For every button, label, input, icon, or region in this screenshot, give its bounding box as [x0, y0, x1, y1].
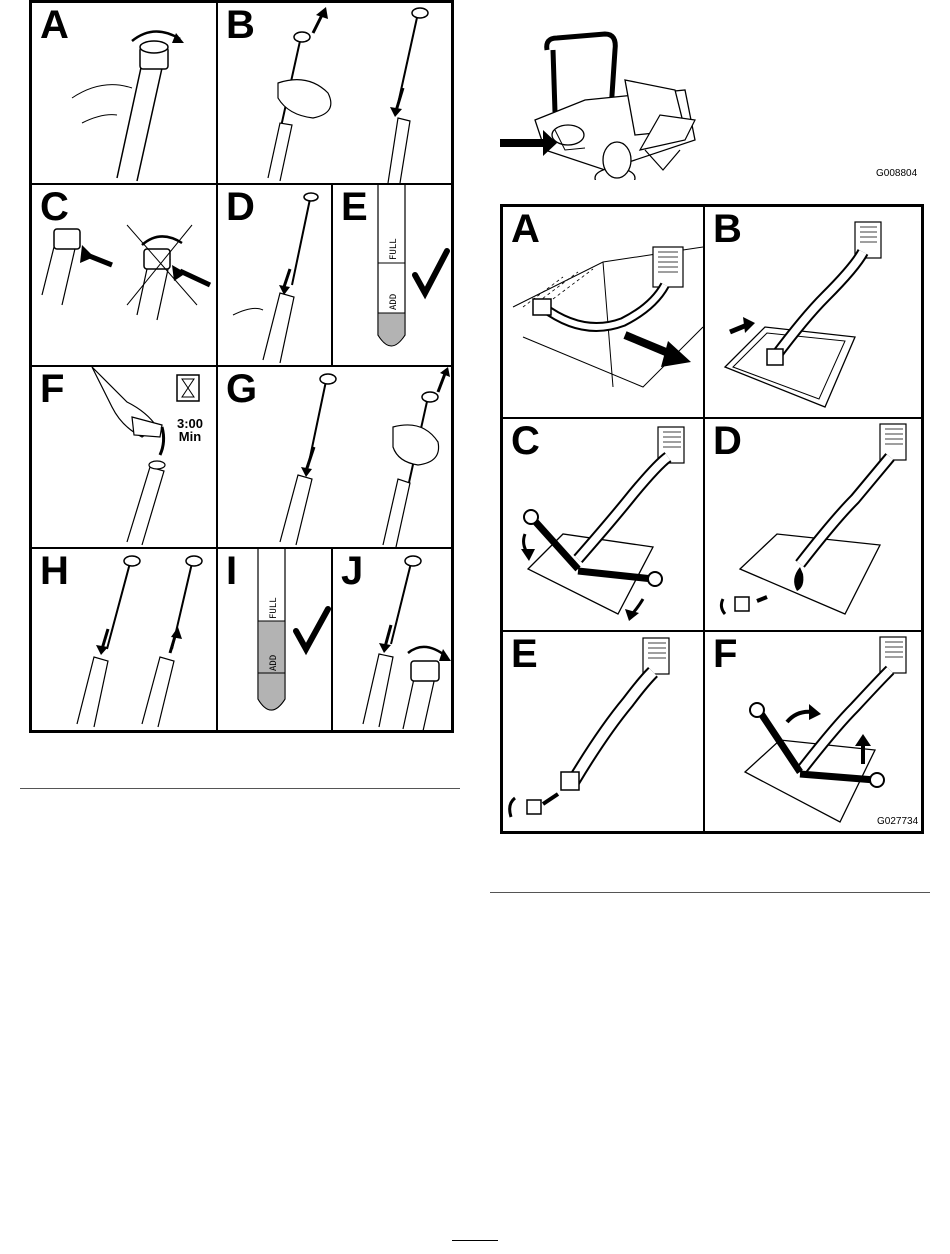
panel-i: I ADD FULL	[217, 548, 332, 731]
machine-locator-figure: G008804	[495, 20, 915, 180]
cap-tighten-drawing	[333, 549, 452, 731]
gauge-add-label-final: ADD	[269, 655, 279, 671]
panel-c: C	[31, 184, 217, 366]
timer-label: 3:00 Min	[172, 417, 208, 443]
dipstick-gauge-final-drawing: ADD FULL	[218, 549, 332, 731]
drain-wrench-loosen-drawing	[503, 419, 704, 631]
gauge-full-label-final: FULL	[269, 597, 279, 619]
panel-j: J	[332, 548, 452, 731]
oil-filling-drawing	[32, 367, 217, 548]
left-section-rule	[20, 788, 460, 789]
dipstick-wipe-drawing	[218, 3, 452, 184]
gauge-add-label: ADD	[389, 294, 399, 310]
drain-hose-pull-drawing	[503, 207, 704, 418]
dipstick-cap-unscrew-drawing	[32, 3, 217, 184]
gauge-full-label: FULL	[389, 238, 399, 260]
dipstick-gauge-full-drawing: ADD FULL	[333, 185, 452, 366]
drain-oil-flow-drawing	[705, 419, 922, 631]
drain-panel-f: F G027734	[704, 631, 922, 832]
panel-b: B	[217, 2, 452, 184]
drain-pan-position-drawing	[705, 207, 922, 418]
panel-h: H	[31, 548, 217, 731]
drain-plug-install-drawing	[503, 632, 704, 832]
drain-panel-c: C	[502, 418, 704, 631]
panel-e: E ADD FULL	[332, 184, 452, 366]
page-number-rule	[452, 1240, 498, 1241]
panel-g: G	[217, 366, 452, 548]
panel-f: F 3:00 Min	[31, 366, 217, 548]
checkmark-icon	[296, 609, 328, 649]
drain-panel-b: B	[704, 206, 922, 418]
drain-panel-a: A	[502, 206, 704, 418]
panel-a: A	[31, 2, 217, 184]
right-section-rule	[490, 892, 930, 893]
timer-unit: Min	[172, 430, 208, 443]
dipstick-reinsert-drawing	[32, 549, 217, 731]
mower-drawing	[495, 20, 915, 180]
drain-plug-tighten-drawing	[705, 632, 922, 832]
drain-procedure-figure: A B C	[500, 204, 924, 834]
drain-panel-d: D	[704, 418, 922, 631]
panel-d: D	[217, 184, 332, 366]
dipstick-recheck-drawing	[218, 367, 452, 548]
drain-figure-ref: G027734	[877, 816, 918, 827]
dipstick-insert-drawing	[218, 185, 332, 366]
checkmark-icon	[415, 251, 447, 293]
drain-panel-e: E	[502, 631, 704, 832]
machine-figure-ref: G008804	[876, 168, 917, 179]
cap-seating-drawing	[32, 185, 217, 366]
dipstick-procedure-figure: A B C	[29, 0, 454, 733]
